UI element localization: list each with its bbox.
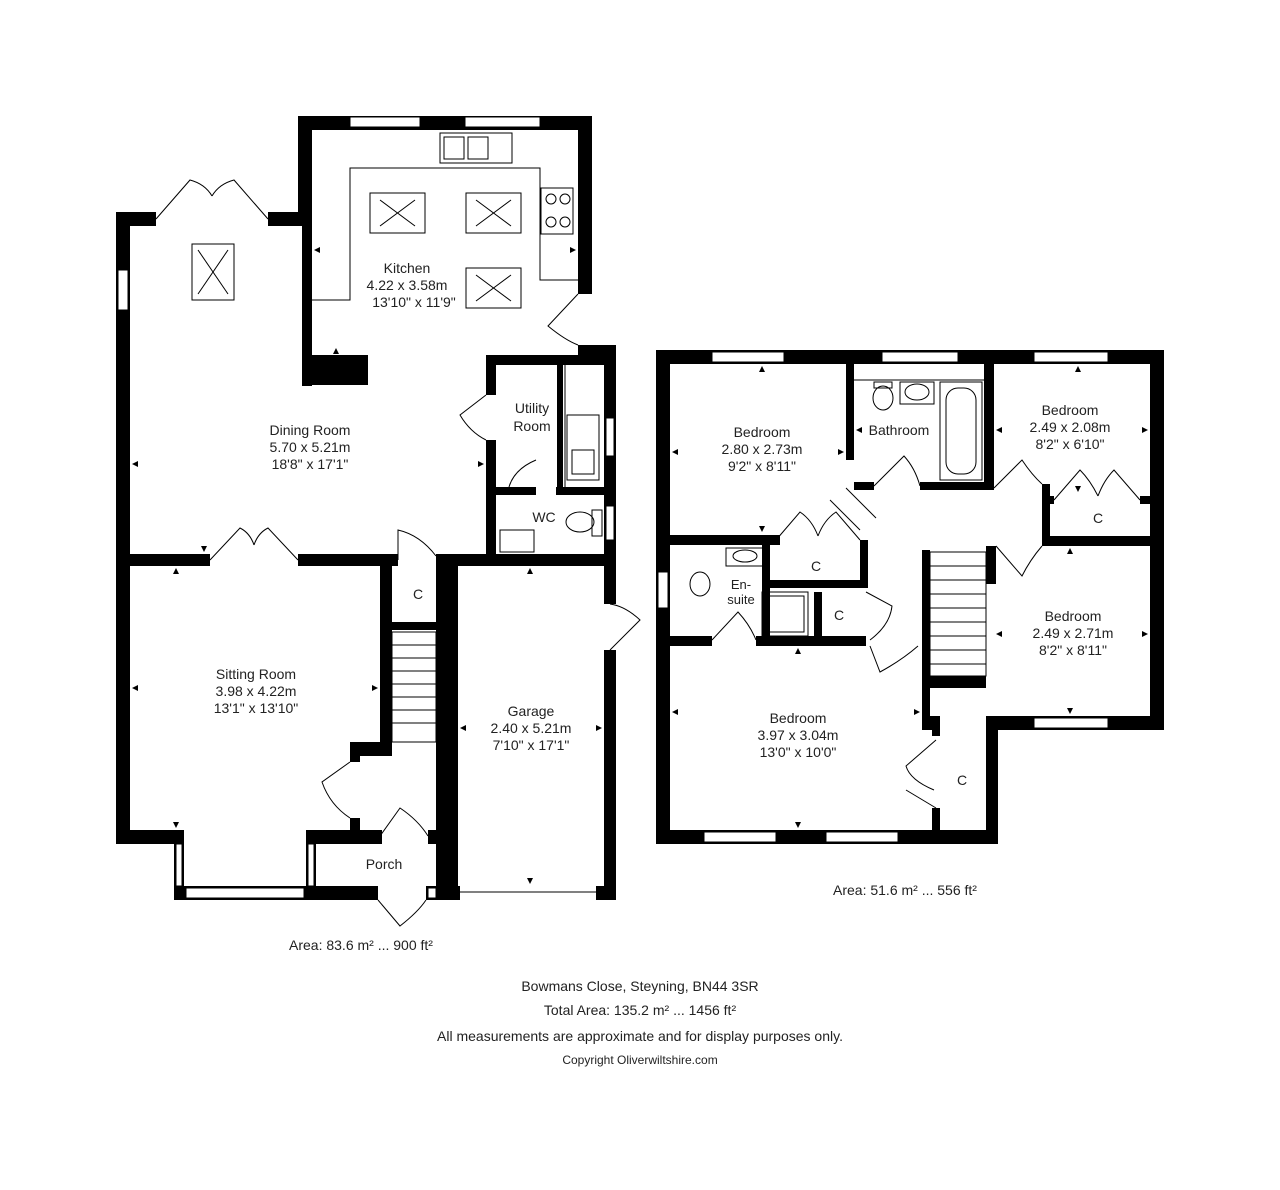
sitting-room-name: Sitting Room (216, 666, 296, 682)
ground-floor-stairs (391, 631, 437, 743)
bedroom-main-metric: 3.97 x 3.04m (758, 727, 839, 743)
bedroom-mid-right-imperial: 8'2" x 8'11" (1039, 642, 1107, 658)
ensuite-name-line1: En- (731, 577, 751, 592)
bedroom-main-name: Bedroom (770, 710, 827, 726)
utility-room-name-line2: Room (513, 418, 550, 434)
kitchen-imperial: 13'10" x 11'9" (372, 294, 456, 310)
first-cupboard-1-label: C (811, 558, 821, 574)
first-floor-labels: Bedroom 2.80 x 2.73m 9'2" x 8'11" Bathro… (722, 402, 1114, 898)
first-floor-fixtures (689, 379, 987, 677)
bedroom-mid-right-name: Bedroom (1045, 608, 1102, 624)
ground-floor-doors (155, 179, 641, 927)
bedroom-mid-right-metric: 2.49 x 2.71m (1033, 625, 1114, 641)
first-cupboard-3-label: C (1093, 510, 1103, 526)
bedroom-main-imperial: 13'0" x 10'0" (760, 744, 837, 760)
utility-room-name-line1: Utility (515, 400, 549, 416)
bedroom-top-left-name: Bedroom (734, 424, 791, 440)
ground-floor-labels: Kitchen 4.22 x 3.58m 13'10" x 11'9" Dini… (214, 260, 572, 953)
dining-room-imperial: 18'8" x 17'1" (272, 456, 349, 472)
utility-wc-fixtures (499, 365, 603, 553)
ground-floor-area: Area: 83.6 m² ... 900 ft² (289, 937, 433, 953)
bedroom-top-right-name: Bedroom (1042, 402, 1099, 418)
copyright-line: Copyright Oliverwiltshire.com (562, 1053, 718, 1067)
dining-room-metric: 5.70 x 5.21m (270, 439, 351, 455)
address-line: Bowmans Close, Steyning, BN44 3SR (521, 978, 759, 994)
ground-floor-walls (116, 116, 616, 900)
kitchen-name: Kitchen (384, 260, 431, 276)
ground-cupboard-label: C (413, 586, 423, 602)
first-floor-arrows (672, 366, 1148, 828)
garage-metric: 2.40 x 5.21m (491, 720, 572, 736)
bedroom-top-right-metric: 2.49 x 2.08m (1030, 419, 1111, 435)
sitting-room-imperial: 13'1" x 13'10" (214, 700, 299, 716)
first-cupboard-4-label: C (957, 772, 967, 788)
total-area-line: Total Area: 135.2 m² ... 1456 ft² (543, 1002, 737, 1018)
dining-room-name: Dining Room (270, 422, 351, 438)
first-floor-windows (657, 351, 1109, 843)
sitting-room-metric: 3.98 x 4.22m (216, 683, 297, 699)
kitchen-fixtures (191, 132, 578, 309)
first-cupboard-2-label: C (834, 607, 844, 623)
ground-floor-arrows (132, 122, 602, 884)
first-floor-area: Area: 51.6 m² ... 556 ft² (833, 882, 977, 898)
first-floor-doors (711, 455, 1141, 809)
ground-floor-windows (117, 116, 615, 899)
bedroom-top-left-metric: 2.80 x 2.73m (722, 441, 803, 457)
bathroom-name: Bathroom (869, 422, 930, 438)
porch-name: Porch (366, 856, 403, 872)
ensuite-name-line2: suite (727, 592, 754, 607)
garage-name: Garage (508, 703, 555, 719)
disclaimer-line: All measurements are approximate and for… (437, 1028, 843, 1044)
wc-name: WC (532, 509, 555, 525)
bedroom-top-left-imperial: 9'2" x 8'11" (728, 458, 796, 474)
garage-imperial: 7'10" x 17'1" (493, 737, 570, 753)
kitchen-metric: 4.22 x 3.58m (367, 277, 448, 293)
bedroom-top-right-imperial: 8'2" x 6'10" (1036, 436, 1105, 452)
